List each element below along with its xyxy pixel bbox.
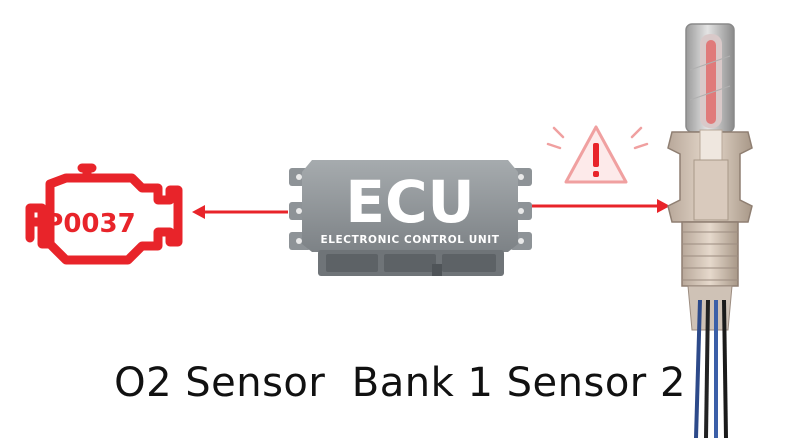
warning-triangle-icon <box>546 125 649 184</box>
check-engine-icon <box>25 163 183 265</box>
trouble-code-label: P0037 <box>44 209 135 239</box>
ecu-subtitle: ELECTRONIC CONTROL UNIT <box>320 234 499 246</box>
ecu-module <box>289 160 532 276</box>
oxygen-sensor-icon <box>667 23 753 438</box>
ecu-title: ECU <box>345 168 474 236</box>
arrow-to-sensor <box>530 199 670 213</box>
sensor-caption: O2 Sensor Bank 1 Sensor 2 <box>114 360 686 406</box>
arrow-to-engine-light <box>192 205 288 219</box>
